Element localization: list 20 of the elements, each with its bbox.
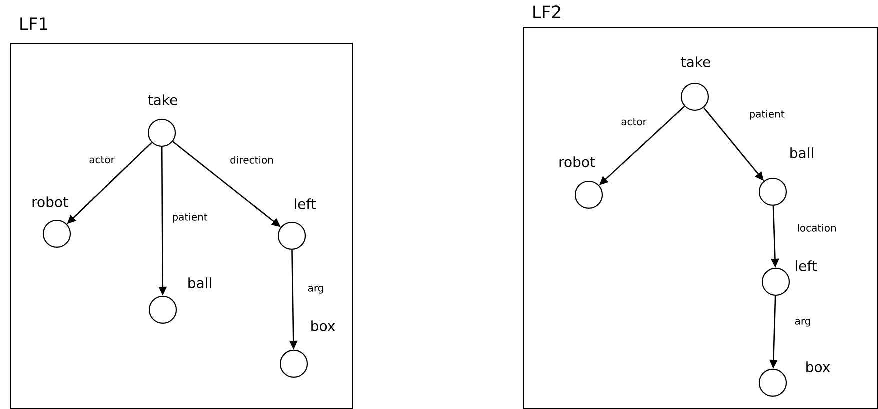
node-word: robot — [560, 156, 596, 168]
node-word: ball — [790, 148, 814, 158]
edge-label: actor — [620, 117, 648, 127]
edge-label: patient — [748, 109, 786, 121]
node-word: take — [681, 56, 710, 68]
node-word: box — [312, 320, 336, 332]
edge-label: arg — [306, 285, 326, 295]
edge-label: actor — [88, 155, 116, 165]
panel-title: LF1 — [20, 18, 48, 30]
node-word: ball — [188, 278, 212, 288]
node-word: left — [796, 260, 817, 272]
edge-label: arg — [794, 318, 812, 328]
node-word: take — [148, 94, 178, 106]
edge-label: patient — [171, 212, 209, 224]
node-word: left — [295, 198, 316, 210]
node-word: box — [806, 362, 830, 372]
panel-title: LF2 — [534, 6, 560, 18]
node-word: robot — [32, 196, 68, 208]
edge-label: direction — [229, 155, 275, 165]
edge-label: location — [796, 223, 838, 233]
